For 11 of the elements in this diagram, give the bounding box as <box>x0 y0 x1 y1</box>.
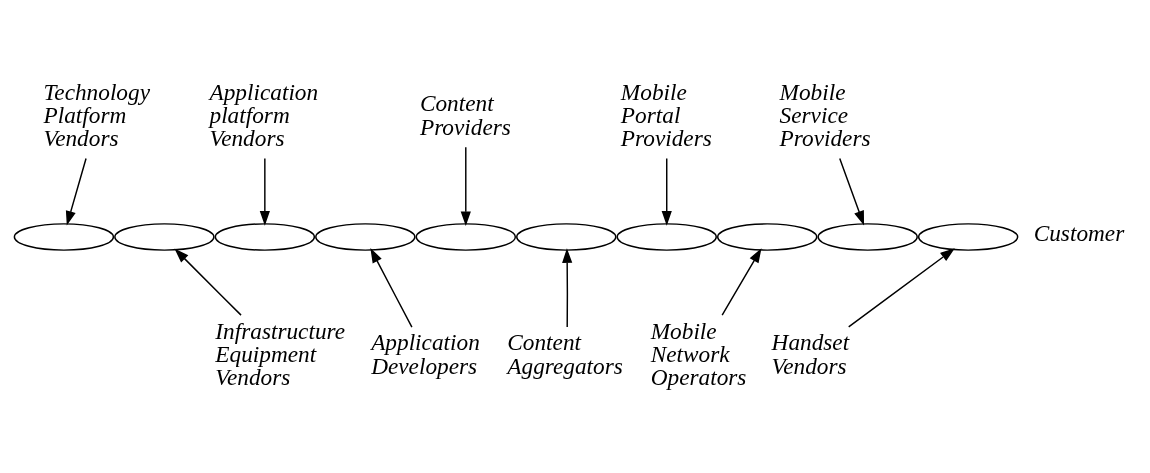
node-text: Technology Platform Vendors <box>43 78 150 151</box>
node-text: Handset Vendors <box>771 328 850 379</box>
node-text: Content Aggregators <box>507 328 623 379</box>
label: Customer <box>1033 219 1125 246</box>
node-text: Content Providers <box>419 89 511 140</box>
node-text: Mobile Network Operators <box>650 317 747 390</box>
node-text: Application platform Vendors <box>209 78 319 151</box>
node-text: Application Developers <box>371 328 480 379</box>
node-text: Mobile Portal Providers <box>620 78 712 151</box>
node-text: Mobile Service Providers <box>779 78 871 151</box>
node-text: Infrastructure Equipment Vendors <box>215 317 346 390</box>
